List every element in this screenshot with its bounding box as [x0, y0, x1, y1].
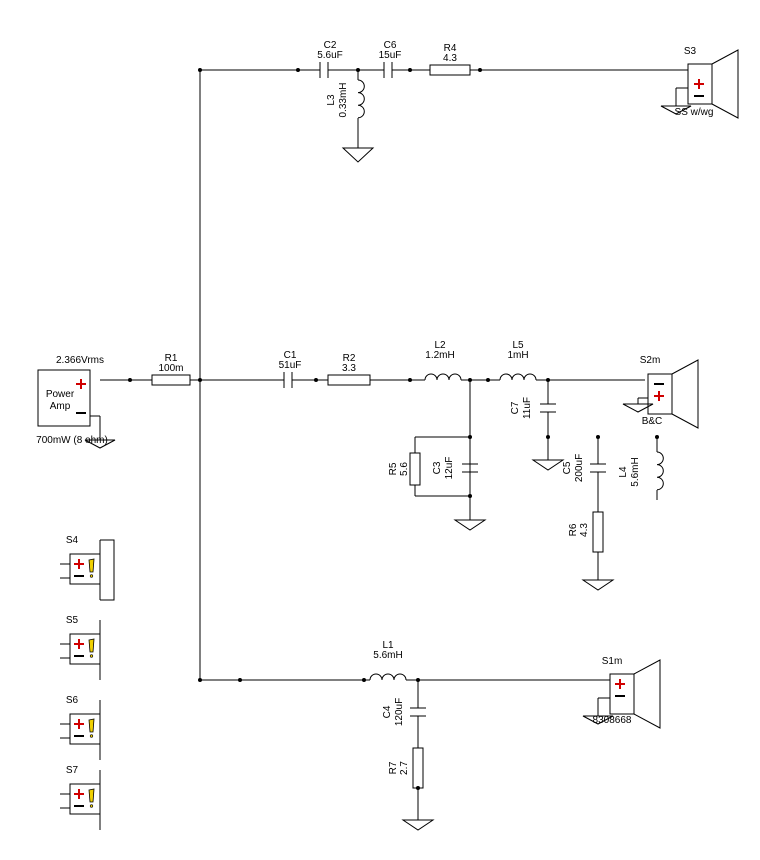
s7-name: S7 [66, 765, 79, 776]
l2-value: 1.2mH [425, 350, 454, 361]
c6-name: C6 [384, 40, 397, 51]
l4-value: 5.6mH [630, 457, 641, 486]
r1-value: 100m [158, 363, 183, 374]
c7-name: C7 [510, 401, 521, 414]
c5-name: C5 [562, 461, 573, 474]
s2m-name: S2m [640, 355, 661, 366]
amp-label-line2: Amp [50, 401, 71, 412]
inductor-l1[interactable]: L1 5.6mH [369, 640, 407, 681]
inductor-l4[interactable]: L4 5.6mH [618, 451, 664, 491]
capacitor-c2[interactable]: C2 5.6uF [317, 40, 343, 78]
s4-name: S4 [66, 535, 79, 546]
speaker-s4[interactable]: S4 [60, 535, 115, 601]
r2-name: R2 [343, 353, 356, 364]
c2-name: C2 [324, 40, 337, 51]
s3-model: SS w/wg [675, 107, 714, 118]
resistor-r6[interactable]: R6 4.3 [568, 511, 604, 553]
s2m-model: B&C [642, 416, 663, 427]
c3-name: C3 [432, 461, 443, 474]
r7-name: R7 [388, 761, 399, 774]
r4-value: 4.3 [443, 53, 457, 64]
speaker-s2m[interactable]: S2m B&C [640, 355, 699, 429]
speaker-s6[interactable]: S6 [60, 695, 101, 760]
l3-name: L3 [326, 94, 337, 106]
r2-value: 3.3 [342, 363, 356, 374]
resistor-r4[interactable]: R4 4.3 [429, 43, 471, 76]
resistor-r5[interactable]: R5 5.6 [388, 452, 421, 486]
l4-name: L4 [618, 466, 629, 478]
l5-value: 1mH [507, 350, 528, 361]
s3-name: S3 [684, 46, 697, 57]
r1-name: R1 [165, 353, 178, 364]
capacitor-c6[interactable]: C6 15uF [379, 40, 402, 78]
c4-value: 120uF [394, 698, 405, 726]
c4-name: C4 [382, 705, 393, 718]
l1-value: 5.6mH [373, 650, 402, 661]
inductor-l3[interactable]: L3 0.33mH [326, 79, 365, 119]
c6-value: 15uF [379, 50, 402, 61]
inductor-l5[interactable]: L5 1mH [499, 340, 537, 381]
resistor-r2[interactable]: R2 3.3 [327, 353, 371, 386]
l1-name: L1 [382, 640, 394, 651]
r7-value: 2.7 [399, 761, 410, 775]
wires [90, 69, 688, 820]
r5-value: 5.6 [399, 462, 410, 476]
c1-value: 51uF [279, 360, 302, 371]
amp-power: 700mW (8 ohm) [36, 435, 108, 446]
speaker-s7[interactable]: S7 [60, 765, 101, 830]
capacitor-c5[interactable]: C5 200uF [562, 454, 606, 482]
l2-name: L2 [434, 340, 446, 351]
c1-name: C1 [284, 350, 297, 361]
speaker-s5[interactable]: S5 [60, 615, 101, 680]
s1m-model: 8308668 [593, 715, 632, 726]
c2-value: 5.6uF [317, 50, 343, 61]
capacitor-c1[interactable]: C1 51uF [279, 350, 302, 388]
resistor-r1[interactable]: R1 100m [151, 353, 191, 386]
l5-name: L5 [512, 340, 524, 351]
amp-label-line1: Power [46, 389, 75, 400]
junction-dots [128, 68, 659, 790]
r5-name: R5 [388, 462, 399, 475]
r6-name: R6 [568, 523, 579, 536]
r4-name: R4 [444, 43, 457, 54]
ground-symbols [84, 105, 692, 831]
c7-value: 11uF [522, 397, 533, 419]
capacitor-c7[interactable]: C7 11uF [510, 397, 556, 419]
capacitor-c4[interactable]: C4 120uF [382, 698, 426, 726]
r6-value: 4.3 [579, 523, 590, 537]
s5-name: S5 [66, 615, 79, 626]
s6-name: S6 [66, 695, 79, 706]
inductor-l2[interactable]: L2 1.2mH [424, 340, 462, 381]
s1m-name: S1m [602, 656, 623, 667]
speaker-s1m[interactable]: S1m 8308668 [593, 656, 661, 729]
power-amp[interactable]: Power Amp 2.366Vrms 700mW (8 ohm) [36, 355, 108, 446]
resistor-r7[interactable]: R7 2.7 [388, 747, 424, 789]
c3-value: 12uF [444, 457, 455, 480]
amp-voltage: 2.366Vrms [56, 355, 104, 366]
c5-value: 200uF [574, 454, 585, 482]
l3-value: 0.33mH [338, 82, 349, 117]
capacitor-c3[interactable]: C3 12uF [432, 457, 478, 480]
speaker-s3[interactable]: S3 SS w/wg [675, 46, 739, 119]
